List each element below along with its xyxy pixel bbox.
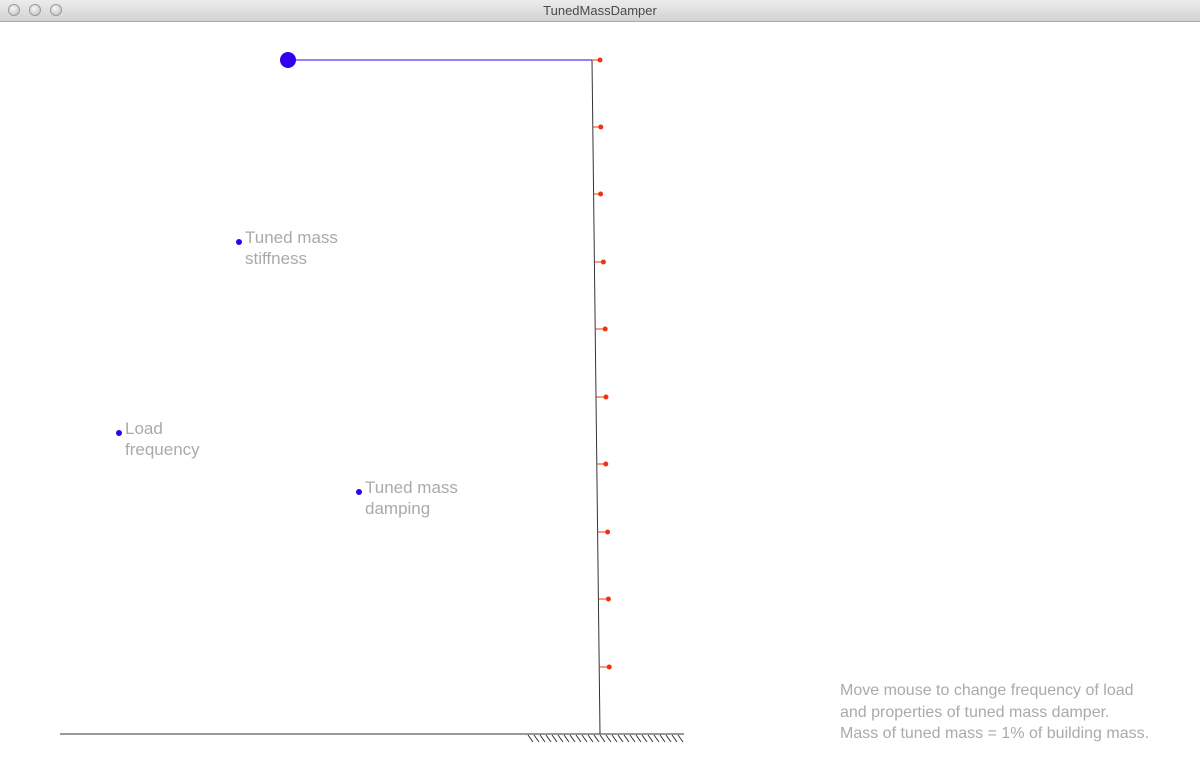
damping-label-line1: Tuned mass bbox=[365, 478, 458, 497]
minimize-icon[interactable] bbox=[29, 4, 41, 16]
hatch-mark bbox=[605, 734, 612, 743]
stiffness-handle[interactable] bbox=[236, 239, 242, 245]
instructions-line-2: and properties of tuned mass damper. bbox=[840, 703, 1110, 721]
hatch-mark bbox=[533, 734, 540, 743]
hatch-mark bbox=[557, 734, 564, 743]
hatch-mark bbox=[653, 734, 660, 743]
stiffness-label-line2: stiffness bbox=[245, 249, 308, 268]
hatch-mark bbox=[575, 734, 582, 743]
hatch-mark bbox=[563, 734, 570, 743]
hatch-mark bbox=[587, 734, 594, 743]
hatch-mark bbox=[629, 734, 636, 743]
load-marker bbox=[598, 191, 604, 197]
hatch-mark bbox=[593, 734, 600, 743]
load-marker bbox=[605, 529, 611, 535]
hatch-mark bbox=[539, 734, 546, 743]
hatch-mark bbox=[647, 734, 654, 743]
load-marker bbox=[603, 461, 609, 467]
load-marker bbox=[602, 326, 608, 332]
hatch-mark bbox=[659, 734, 666, 743]
tuned-mass bbox=[280, 52, 296, 68]
title-bar: TunedMassDamper bbox=[0, 0, 1200, 22]
simulation-drawing bbox=[60, 52, 684, 743]
load-marker bbox=[597, 57, 603, 63]
hatch-mark bbox=[611, 734, 618, 743]
hatch-mark bbox=[599, 734, 606, 743]
damping-label-line2: damping bbox=[365, 499, 431, 518]
window-title: TunedMassDamper bbox=[543, 3, 657, 18]
load-marker bbox=[600, 259, 606, 265]
hatch-mark bbox=[527, 734, 534, 743]
hatch-mark bbox=[665, 734, 672, 743]
hatch-mark bbox=[617, 734, 624, 743]
frequency-label-line1: Load bbox=[125, 419, 163, 438]
hatch-mark bbox=[551, 734, 558, 743]
maximize-icon[interactable] bbox=[50, 4, 62, 16]
damping-label: Tuned mass damping bbox=[365, 477, 458, 519]
frequency-handle[interactable] bbox=[116, 430, 122, 436]
ground-hatch bbox=[527, 734, 684, 743]
hatch-mark bbox=[581, 734, 588, 743]
load-marker bbox=[603, 394, 609, 400]
hatch-mark bbox=[545, 734, 552, 743]
hatch-mark bbox=[671, 734, 678, 743]
frequency-label: Load frequency bbox=[125, 418, 200, 460]
stiffness-label: Tuned mass stiffness bbox=[245, 227, 338, 269]
stiffness-label-line1: Tuned mass bbox=[245, 228, 338, 247]
hatch-mark bbox=[677, 734, 684, 743]
instructions-line-3: Mass of tuned mass = 1% of building mass… bbox=[840, 725, 1150, 742]
hatch-mark bbox=[641, 734, 648, 743]
load-marker bbox=[598, 124, 604, 130]
load-marker bbox=[606, 664, 612, 670]
frequency-label-line2: frequency bbox=[125, 440, 200, 459]
hatch-mark bbox=[569, 734, 576, 743]
instructions-text: Move mouse to change frequency of load a… bbox=[840, 680, 1149, 745]
load-marker bbox=[605, 596, 611, 602]
instructions-line-1: Move mouse to change frequency of load bbox=[840, 682, 1134, 699]
hatch-mark bbox=[623, 734, 630, 743]
hatch-mark bbox=[635, 734, 642, 743]
simulation-canvas[interactable]: Tuned mass stiffness Load frequency Tune… bbox=[0, 22, 1200, 772]
load-markers bbox=[592, 57, 612, 670]
close-icon[interactable] bbox=[8, 4, 20, 16]
damping-handle[interactable] bbox=[356, 489, 362, 495]
